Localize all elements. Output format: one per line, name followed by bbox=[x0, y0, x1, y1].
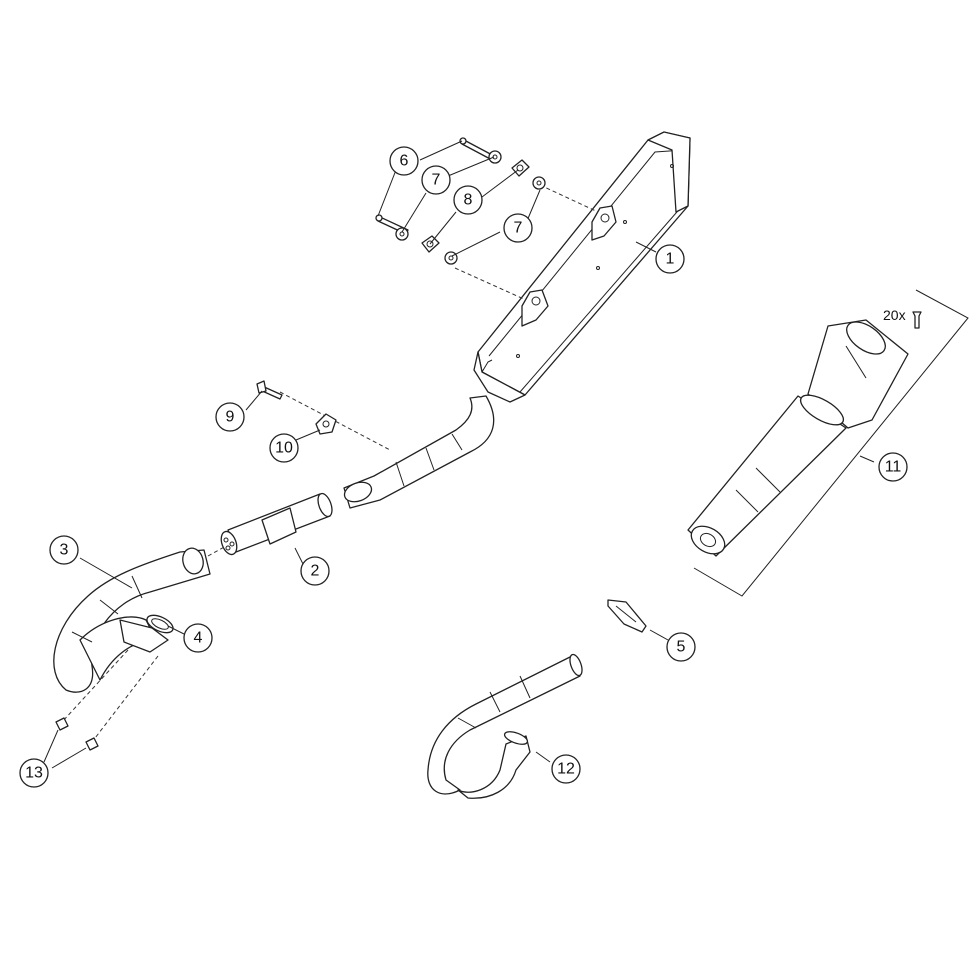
mount-line-lower bbox=[454, 267, 527, 301]
callout-6: 6 bbox=[389, 146, 419, 176]
callout-12: 12 bbox=[551, 754, 581, 784]
exhaust-gasket-4 bbox=[146, 614, 174, 634]
rivet-quantity: 20x bbox=[883, 307, 906, 323]
callout-6-label: 6 bbox=[400, 153, 409, 170]
callout-10-label: 10 bbox=[275, 440, 293, 457]
washer-lower-2 bbox=[444, 251, 458, 265]
gasket-5 bbox=[607, 599, 647, 633]
callout-5: 5 bbox=[666, 632, 696, 662]
washer-upper bbox=[488, 150, 502, 164]
callout-13-label: 13 bbox=[25, 765, 43, 782]
callout-2-label: 2 bbox=[311, 563, 320, 580]
bolt-upper bbox=[459, 137, 497, 162]
muffler-part bbox=[473, 131, 691, 403]
sleeve-align-line bbox=[207, 545, 227, 557]
nut-13b bbox=[85, 737, 99, 751]
callout-7-lower: 7 bbox=[503, 213, 533, 243]
callout-3-label: 3 bbox=[60, 542, 69, 559]
callout-12-label: 12 bbox=[557, 761, 575, 778]
header-stud-line-1 bbox=[61, 649, 129, 723]
callout-7-upper-label: 7 bbox=[432, 172, 441, 189]
connector-sleeve bbox=[220, 492, 333, 556]
mount-line-upper bbox=[539, 184, 599, 213]
clamp-10 bbox=[315, 413, 337, 435]
washer-upper-2 bbox=[532, 176, 546, 190]
callout-4-label: 4 bbox=[194, 630, 203, 647]
callout-5-label: 5 bbox=[677, 639, 686, 656]
callout-3: 3 bbox=[49, 535, 79, 565]
link-pipe bbox=[343, 395, 495, 509]
callout-8-label: 8 bbox=[464, 192, 473, 209]
callout-2: 2 bbox=[300, 556, 330, 586]
bolt-9 bbox=[256, 380, 283, 400]
callout-11-label: 11 bbox=[885, 459, 902, 476]
rivet-icon bbox=[912, 311, 922, 329]
callout-11: 11 bbox=[878, 452, 908, 482]
callout-13: 13 bbox=[19, 758, 49, 788]
nut-13a bbox=[55, 717, 69, 731]
callout-1-label: 1 bbox=[666, 251, 675, 268]
header-pipe bbox=[53, 547, 211, 693]
grommet-upper bbox=[511, 159, 530, 177]
callout-8: 8 bbox=[453, 185, 483, 215]
silencer-packing bbox=[687, 289, 969, 597]
callout-4: 4 bbox=[183, 623, 213, 653]
header-pipe-alt bbox=[427, 653, 583, 799]
callout-7-upper: 7 bbox=[421, 165, 451, 195]
callout-9: 9 bbox=[215, 402, 245, 432]
callout-10: 10 bbox=[269, 433, 299, 463]
callout-1: 1 bbox=[655, 244, 685, 274]
washer-lower bbox=[395, 227, 409, 241]
callout-9-label: 9 bbox=[226, 409, 235, 426]
callout-7-lower-label: 7 bbox=[514, 220, 523, 237]
leader-lines bbox=[43, 140, 875, 769]
